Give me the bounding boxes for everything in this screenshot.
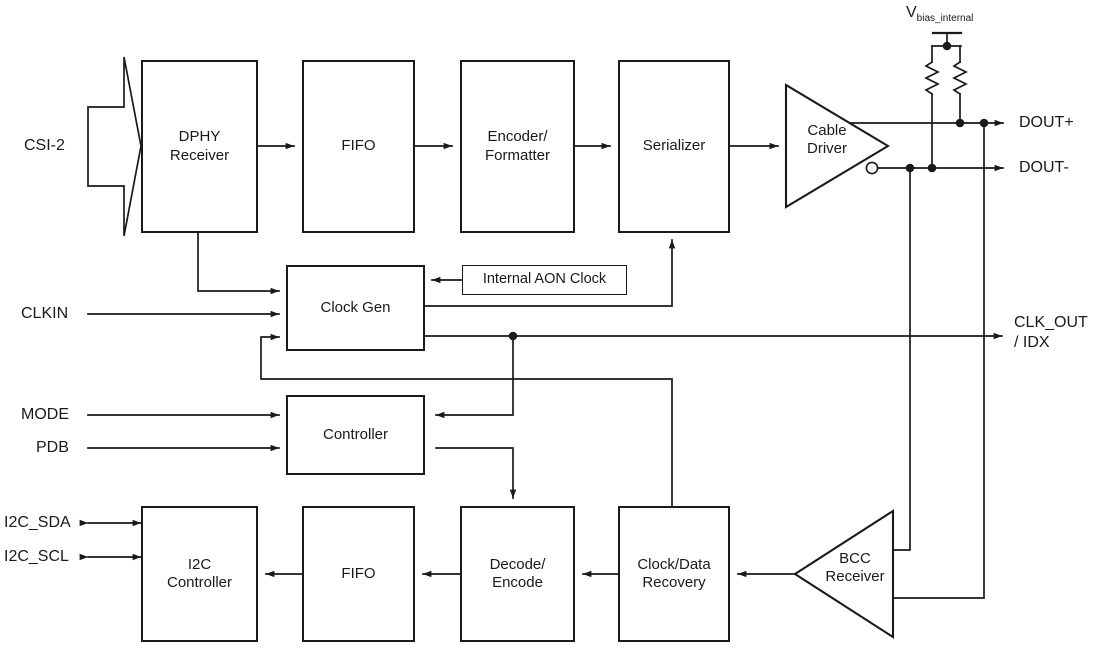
junction-dot-doutn-rterm (927, 163, 937, 173)
cable-driver-label: Cable Driver (792, 122, 862, 159)
block-internal-aon-clock-label: Internal AON Clock (482, 271, 607, 288)
supply-label-name: V (906, 4, 917, 21)
block-decode-encode-label: Decode/ Encode (490, 556, 546, 593)
port-label-pdb: PDB (36, 439, 69, 456)
wire-controller-to-decode (435, 447, 517, 499)
block-label-line1: Encoder/ (487, 128, 548, 146)
wire-clockgen-to-serializer (424, 239, 676, 307)
block-encoder-formatter-label: Encoder/ Formatter (485, 128, 550, 165)
block-controller-label: Controller (322, 425, 389, 443)
port-label-clk-out-idx: CLK_OUT / IDX (1014, 313, 1088, 353)
junction-dot-doutp-rterm (955, 118, 965, 128)
block-clock-data-recovery-label: Clock/Data Recovery (637, 556, 710, 593)
port-label-mode: MODE (21, 406, 69, 423)
block-clock-data-recovery[interactable]: Clock/Data Recovery (618, 506, 730, 642)
block-label-line2: Receiver (169, 146, 230, 164)
cable-driver-invert-bubble (865, 161, 879, 175)
block-fifo-bottom[interactable]: FIFO (302, 506, 415, 642)
bcc-receiver-label-line2: Receiver (825, 568, 885, 586)
port-label-i2c-sda: I2C_SDA (4, 514, 71, 531)
cable-driver-label-line2: Driver (807, 140, 847, 158)
bcc-receiver-label: BCC Receiver (813, 550, 897, 587)
supply-label-subscript: bias_internal (916, 13, 974, 25)
bcc-receiver-label-line1: BCC (839, 550, 871, 567)
block-i2c-controller-label: I2C Controller (167, 556, 232, 593)
block-fifo-bottom-label: FIFO (341, 564, 376, 582)
r-term-right-zigzag (952, 60, 968, 96)
port-label-i2c-scl: I2C_SCL (4, 548, 69, 565)
block-clock-gen[interactable]: Clock Gen (286, 265, 425, 351)
wire-clockgen-to-controller (435, 335, 514, 419)
junction-dot-supply (942, 41, 952, 51)
block-label-line2: Formatter (484, 146, 550, 164)
csi2-arrow-shape (87, 56, 142, 237)
junction-dot-clockgen-branch (508, 331, 518, 341)
block-i2c-controller[interactable]: I2C Controller (141, 506, 258, 642)
block-encoder-formatter[interactable]: Encoder/ Formatter (460, 60, 575, 233)
port-label-csi2: CSI-2 (24, 137, 65, 154)
block-label-line2: Controller (166, 574, 233, 591)
port-label-clkin: CLKIN (21, 305, 69, 322)
port-label-dout-negative: DOUT- (1019, 159, 1069, 176)
r-term-left-zigzag (924, 60, 940, 96)
block-label-line1: I2C (187, 555, 212, 573)
cable-driver-triangle (784, 83, 891, 209)
block-label-line1: DPHY (178, 128, 221, 146)
block-fifo-top-label: FIFO (341, 137, 376, 155)
supply-label-vbias-internal: Vbias_internal (906, 4, 973, 24)
cable-driver-label-line1: Cable (807, 122, 847, 139)
wire-doutp-to-bcc (892, 122, 985, 599)
block-label-line1: Clock/Data (637, 555, 711, 573)
clk-out-label-line1: CLK_OUT (1014, 314, 1088, 331)
block-label-line2: Encode (492, 574, 543, 591)
block-label-line2: Recovery (642, 574, 706, 591)
block-dphy-receiver-label: DPHY Receiver (170, 128, 229, 165)
block-internal-aon-clock[interactable]: Internal AON Clock (462, 265, 627, 295)
wire-dphy-to-clockgen (197, 232, 280, 295)
block-dphy-receiver[interactable]: DPHY Receiver (141, 60, 258, 233)
block-fifo-top[interactable]: FIFO (302, 60, 415, 233)
port-label-dout-positive: DOUT+ (1019, 114, 1074, 131)
block-clock-gen-label: Clock Gen (320, 298, 391, 316)
block-controller[interactable]: Controller (286, 395, 425, 475)
clk-out-label-line2: / IDX (1014, 334, 1050, 351)
wire-doutn-to-bcc (892, 167, 911, 551)
block-serializer-label: Serializer (642, 137, 706, 155)
bcc-receiver-triangle (793, 509, 895, 639)
wire-cdr-to-clockgen (260, 333, 673, 507)
block-decode-encode[interactable]: Decode/ Encode (460, 506, 575, 642)
block-label-line1: Decode/ (489, 555, 546, 573)
block-serializer[interactable]: Serializer (618, 60, 730, 233)
